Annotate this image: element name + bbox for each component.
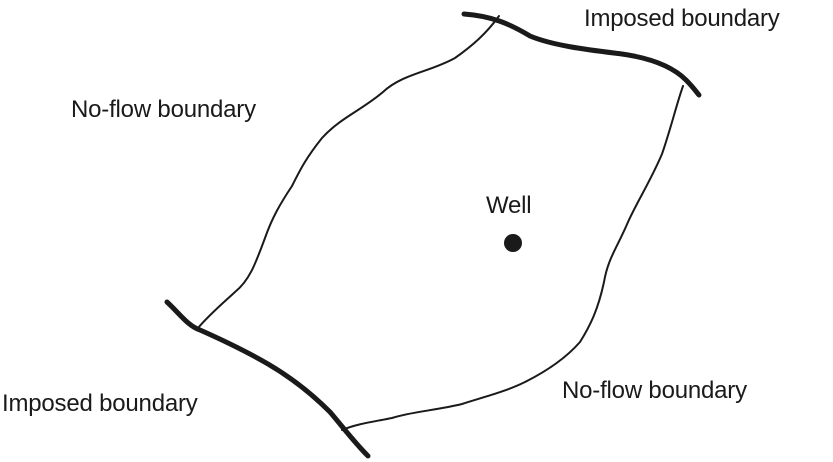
noflow-boundary-right-label: No-flow boundary: [562, 377, 747, 404]
noflow-boundary-left-line: [197, 15, 500, 329]
noflow-boundary-right-line: [341, 85, 684, 431]
well-marker: [504, 234, 522, 252]
imposed-boundary-top-line: [461, 11, 702, 98]
well-label: Well: [486, 192, 532, 219]
noflow-boundary-left-label: No-flow boundary: [71, 96, 256, 123]
imposed-boundary-bottom-line: [164, 299, 371, 459]
imposed-boundary-top-label: Imposed boundary: [584, 5, 780, 32]
imposed-boundary-bottom-label: Imposed boundary: [2, 390, 198, 417]
